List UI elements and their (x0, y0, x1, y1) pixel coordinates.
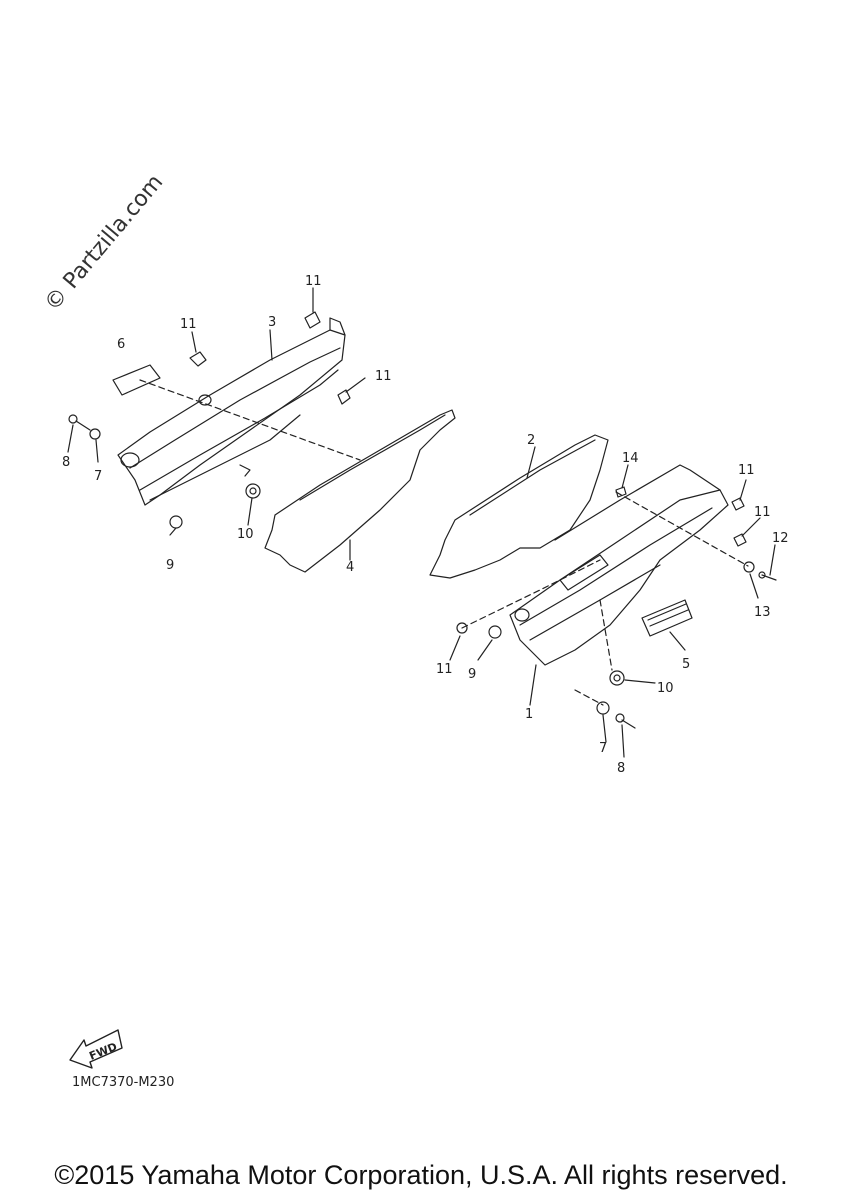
emblem-5 (641, 599, 693, 637)
emblem-6 (112, 364, 161, 396)
label-14: 14 (622, 451, 639, 466)
side-panel-left-4 (264, 409, 456, 573)
label-4: 4 (346, 560, 354, 575)
label-10-left: 10 (237, 527, 254, 542)
label-13: 13 (754, 605, 771, 620)
label-5: 5 (682, 657, 690, 672)
label-8-left: 8 (62, 455, 70, 470)
label-1: 1 (525, 707, 533, 722)
label-2: 2 (527, 433, 535, 448)
label-9-left: 9 (166, 558, 174, 573)
label-11-top: 11 (305, 274, 322, 289)
part-labels: 11 11 11 3 6 8 7 9 10 4 2 14 11 11 12 13… (62, 274, 789, 776)
label-6: 6 (117, 337, 125, 352)
side-cover-right-1 (509, 464, 729, 666)
label-7-right: 7 (599, 741, 607, 756)
label-11-bottom: 11 (436, 662, 453, 677)
label-leaders (67, 287, 776, 758)
label-10-right: 10 (657, 681, 674, 696)
label-8-right: 8 (617, 761, 625, 776)
label-11-left: 11 (180, 317, 197, 332)
label-11-right: 11 (754, 505, 771, 520)
label-11-mid: 11 (375, 369, 392, 384)
label-12: 12 (772, 531, 789, 546)
label-11-right-top: 11 (738, 463, 755, 478)
label-7-left: 7 (94, 469, 102, 484)
label-3: 3 (268, 315, 276, 330)
side-panel-right-2 (429, 434, 609, 579)
diagram-code: 1MC7370-M230 (72, 1075, 175, 1090)
fasteners (68, 311, 777, 729)
fwd-arrow-icon: FWD (69, 1029, 123, 1069)
copyright-notice: ©2015 Yamaha Motor Corporation, U.S.A. A… (54, 1160, 788, 1190)
leader-lines (139, 379, 749, 706)
label-9-right: 9 (468, 667, 476, 682)
side-cover-left-3 (117, 317, 346, 506)
